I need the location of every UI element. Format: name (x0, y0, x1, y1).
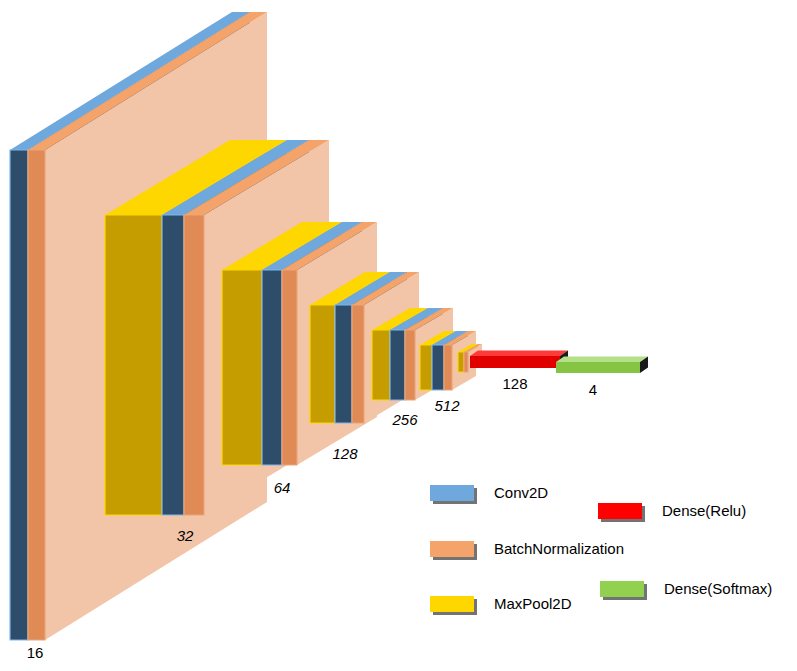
legend-text: Dense(Softmax) (664, 580, 772, 597)
legend-entry: Dense(Relu) (598, 502, 746, 519)
batchnorm-layer-top (184, 140, 329, 215)
conv-layer-front (10, 150, 28, 640)
maxpool-layer-front (222, 270, 262, 465)
legend-swatch (598, 503, 642, 519)
conv-layer-front (390, 330, 405, 400)
batchnorm-layer-top (444, 331, 476, 345)
batchnorm-layer-front (464, 352, 468, 372)
maxpool-layer-front (372, 330, 390, 400)
dense-softmax-layer-front (556, 362, 640, 373)
maxpool-layer-front (105, 215, 162, 515)
layer-size: 4 (589, 382, 597, 399)
batchnorm-layer-front (28, 150, 45, 640)
layer-size: 128 (502, 376, 527, 393)
conv-layer-front (162, 215, 184, 515)
layer-size: 16 (27, 645, 44, 662)
legend-text: Dense(Relu) (662, 502, 746, 519)
batchnorm-layer-front (405, 330, 415, 400)
maxpool-layer-front (420, 345, 432, 390)
legend-entry: BatchNormalization (430, 540, 624, 557)
legend-entry: MaxPool2D (430, 595, 572, 612)
legend-text: MaxPool2D (494, 595, 572, 612)
dense-softmax-layer-end (640, 356, 648, 373)
dense-relu-layer-top (470, 350, 568, 356)
batchnorm-layer-front (444, 345, 452, 390)
layer-size: 512 (434, 398, 459, 415)
maxpool-layer-front (458, 352, 464, 372)
legend-text: Conv2D (494, 484, 548, 501)
dense-relu-layer-front (470, 356, 560, 368)
layer-size: 64 (274, 480, 291, 497)
layer-size: 32 (177, 528, 194, 545)
batchnorm-layer-top (352, 272, 419, 305)
conv-layer-front (432, 345, 444, 390)
batchnorm-layer-top (28, 12, 267, 150)
batchnorm-layer-front (184, 215, 204, 515)
batchnorm-layer-top (405, 308, 453, 330)
maxpool-layer-front (310, 305, 335, 423)
batchnorm-layer-side (45, 12, 267, 640)
legend-swatch (430, 485, 474, 501)
legend-swatch (430, 596, 474, 612)
conv-layer-front (335, 305, 352, 423)
layer-size: 128 (332, 446, 357, 463)
dense-softmax-layer-top (556, 356, 648, 362)
legend-swatch (430, 541, 474, 557)
conv-layer-front (262, 270, 282, 465)
batchnorm-layer-front (352, 305, 364, 423)
batchnorm-layer-top (282, 222, 377, 270)
legend-swatch (600, 581, 644, 597)
batchnorm-layer-front (282, 270, 297, 465)
layer-size: 256 (392, 412, 417, 429)
legend-entry: Dense(Softmax) (600, 580, 772, 597)
legend-entry: Conv2D (430, 484, 548, 501)
legend-text: BatchNormalization (494, 540, 624, 557)
